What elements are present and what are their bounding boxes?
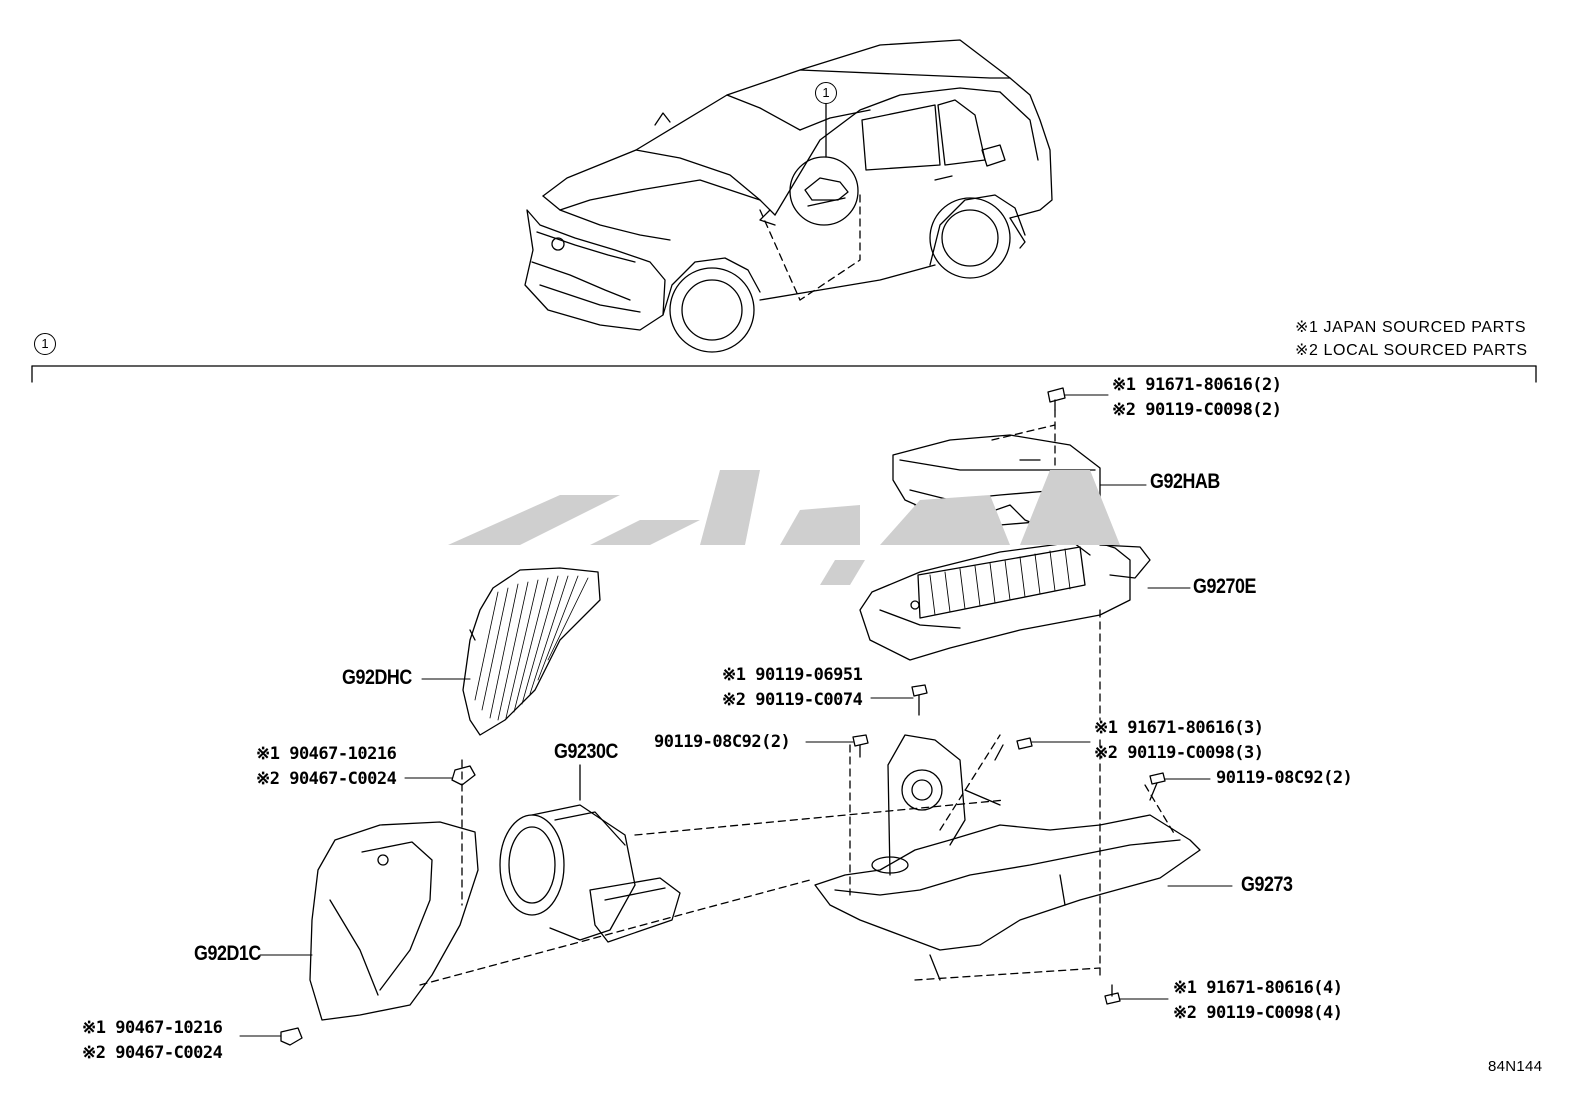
- fastener-far-right-bolt: 90119-08C92(2): [1216, 768, 1353, 788]
- fastener-upper-clip-japan: ※1 90467-10216: [256, 744, 397, 764]
- callout-number-section: 1: [34, 333, 56, 355]
- part-g9273-drawing: [814, 734, 1201, 981]
- part-g92d1c-drawing: [309, 821, 811, 1021]
- part-label-g92d1c: G92D1C: [194, 942, 261, 965]
- watermark-logo: [448, 470, 1120, 585]
- part-label-g9230c: G9230C: [554, 740, 618, 763]
- diagram-reference-code: 84N144: [1488, 1058, 1543, 1075]
- part-label-g9273: G9273: [1241, 873, 1293, 896]
- callout-number-top: 1: [815, 82, 837, 104]
- fastener-center-bolt-local: ※2 90119-C0074: [722, 690, 863, 710]
- fastener-top-bolt-local: ※2 90119-C0098(2): [1112, 400, 1282, 420]
- vehicle-illustration: [524, 39, 1053, 353]
- part-label-g92hab: G92HAB: [1150, 470, 1220, 493]
- legend-japan-sourced: ※1 JAPAN SOURCED PARTS: [1295, 319, 1527, 336]
- part-g9230c-drawing: [499, 764, 1006, 943]
- part-g92dhc-drawing: [461, 567, 601, 906]
- fastener-lower-clip-japan: ※1 90467-10216: [82, 1018, 223, 1038]
- part-g9270e-drawing: [859, 504, 1151, 976]
- part-label-g92dhc: G92DHC: [342, 666, 412, 689]
- fastener-right-bolt-japan: ※1 91671-80616(3): [1094, 718, 1264, 738]
- fastener-graphics: [280, 387, 1166, 1046]
- part-label-g9270e: G9270E: [1193, 575, 1256, 598]
- fastener-right-bolt-local: ※2 90119-C0098(3): [1094, 743, 1264, 763]
- fastener-lower-clip-local: ※2 90467-C0024: [82, 1043, 223, 1063]
- fastener-upper-clip-local: ※2 90467-C0024: [256, 769, 397, 789]
- leader-lines: [239, 394, 1233, 1037]
- fastener-top-bolt-japan: ※1 91671-80616(2): [1112, 375, 1282, 395]
- fastener-bottom-bolt-local: ※2 90119-C0098(4): [1173, 1003, 1343, 1023]
- fastener-bottom-bolt-japan: ※1 91671-80616(4): [1173, 978, 1343, 998]
- fastener-center-bolt-japan: ※1 90119-06951: [722, 665, 863, 685]
- section-bracket: [31, 365, 1537, 383]
- legend-local-sourced: ※2 LOCAL SOURCED PARTS: [1295, 342, 1528, 359]
- fastener-left-bolt: 90119-08C92(2): [654, 732, 791, 752]
